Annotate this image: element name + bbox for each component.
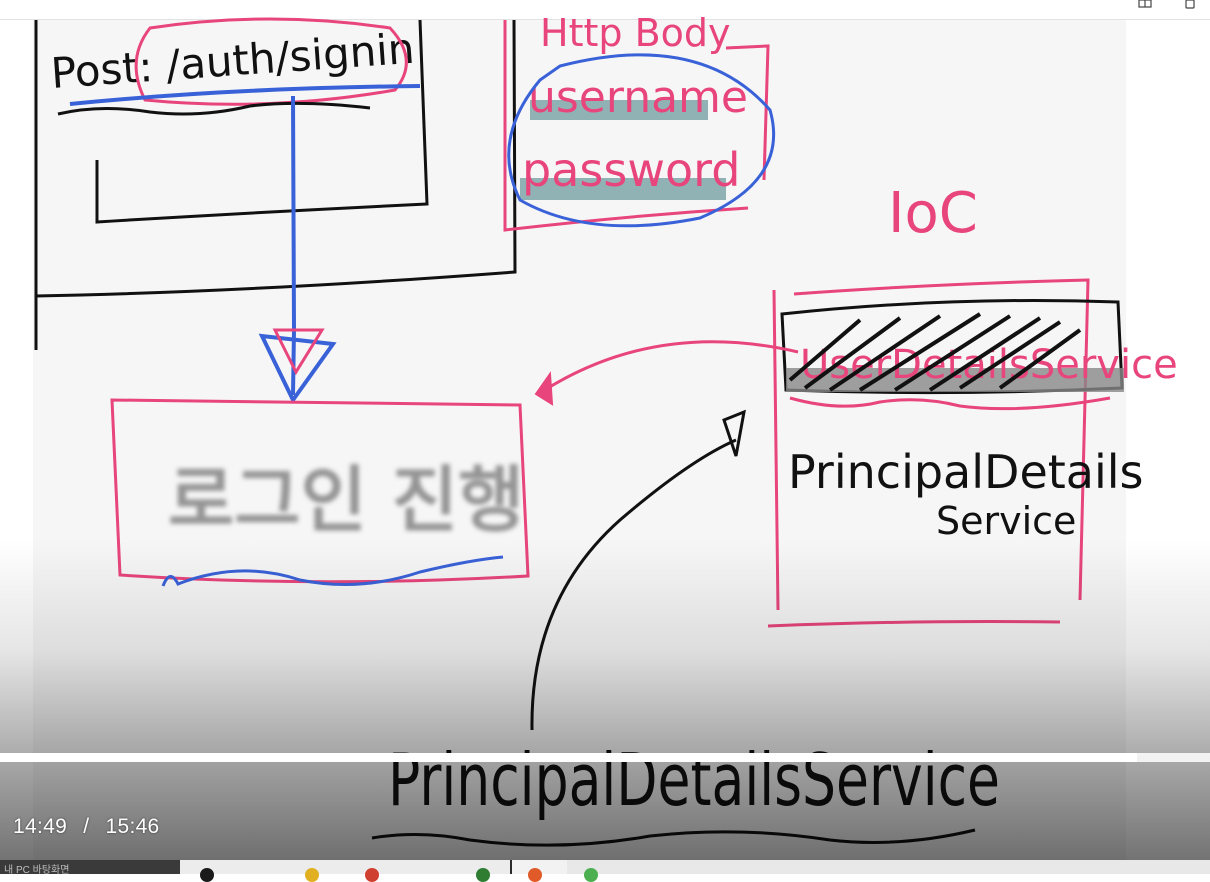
- video-time-display: 14:49 / 15:46: [13, 815, 160, 839]
- browser-top-bar: [0, 0, 1210, 20]
- taskbar-app-icon[interactable]: [200, 868, 214, 882]
- http-body-title: Http Body: [540, 11, 731, 55]
- ioc-service-line2: Service: [936, 499, 1076, 543]
- flow-arrow-head: [258, 333, 337, 404]
- inject-arrow-head: [534, 371, 554, 406]
- flow-arrow-head-pink: [272, 328, 325, 376]
- taskbar-segment: [180, 860, 510, 874]
- taskbar-label[interactable]: 내 PC 바탕화면: [0, 860, 184, 874]
- endpoint-underline-blue: [69, 84, 421, 106]
- taskbar-segment: [567, 860, 1210, 874]
- taskbar-app-icon[interactable]: [584, 868, 598, 882]
- taskbar-segment: [512, 860, 567, 874]
- time-separator: /: [83, 815, 90, 838]
- video-progress-bar[interactable]: [0, 753, 1210, 762]
- big-label-underline: [371, 828, 976, 847]
- elapsed-time: 14:49: [13, 815, 68, 838]
- big-label: PrincipalDetailsService: [388, 738, 1000, 822]
- taskbar-app-icon[interactable]: [305, 868, 319, 882]
- credentials-circle: [507, 53, 776, 228]
- field-password: password: [522, 143, 740, 197]
- os-taskbar: 내 PC 바탕화면: [0, 860, 1210, 882]
- flow-arrow-line: [291, 95, 297, 396]
- reader-icon[interactable]: [1138, 0, 1152, 10]
- whiteboard-drawing: Post: /auth/signin 로그인 진행 Http Body user…: [34, 11, 1178, 847]
- taskbar-app-icon[interactable]: [528, 868, 542, 882]
- total-duration: 15:46: [105, 815, 160, 838]
- client-box-outline: [34, 19, 517, 350]
- taskbar-app-icon[interactable]: [365, 868, 379, 882]
- taskbar-app-icon[interactable]: [476, 868, 490, 882]
- ioc-service-line1: PrincipalDetails: [788, 445, 1144, 499]
- inject-arrow: [547, 340, 799, 390]
- usage-arrow: [530, 438, 737, 731]
- ioc-label: IoC: [888, 181, 978, 246]
- video-progress-fill: [0, 753, 1138, 762]
- client-inner-box: [95, 19, 429, 224]
- struck-wave: [789, 396, 1111, 411]
- http-body-right-bracket: [725, 44, 770, 181]
- usage-arrow-head: [722, 409, 746, 457]
- copy-icon[interactable]: [1183, 0, 1197, 10]
- endpoint-scribble: [57, 101, 371, 116]
- username-highlight: [530, 100, 708, 120]
- login-box-text: 로그인 진행: [168, 458, 524, 542]
- password-highlight: [520, 178, 726, 200]
- field-username: username: [528, 72, 748, 123]
- strike-hatching: [788, 312, 1082, 392]
